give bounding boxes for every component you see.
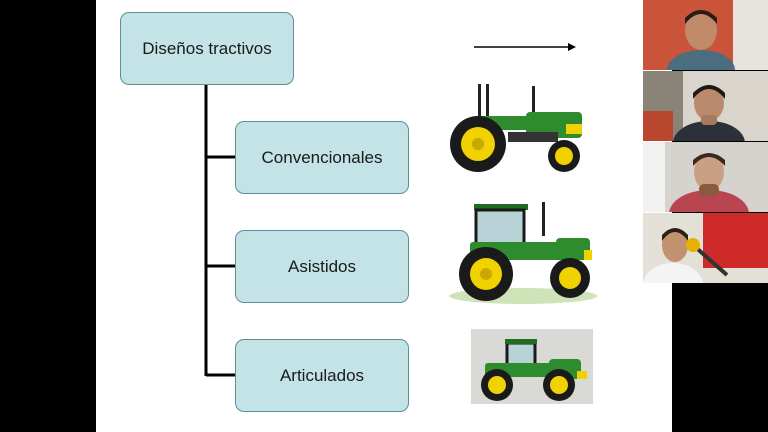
articulated-tractor-icon [471,329,593,404]
category-box-asistidos: Asistidos [235,230,409,303]
category-label: Convencionales [261,147,383,167]
presentation-slide: Diseños tractivos Convencionales Asistid… [96,0,672,432]
right-arrow-icon [474,43,576,51]
participant-3-thumbnail [643,142,768,212]
participant-4-video[interactable] [643,213,768,283]
conventional-tractor-icon [450,84,582,172]
participant-2-video[interactable] [643,71,768,141]
title-label: Diseños tractivos [142,38,272,58]
participant-2-thumbnail [643,71,768,141]
category-label: Articulados [279,365,365,385]
category-label: Asistidos [287,256,357,276]
video-gallery [643,0,768,432]
category-box-articulados: Articulados [235,339,409,412]
assisted-tractor-icon [449,202,597,304]
participant-3-video[interactable] [643,142,768,212]
category-box-convencionales: Convencionales [235,121,409,194]
page-title: Diseños tractivos [120,12,294,85]
participant-1-thumbnail [643,0,768,70]
participant-4-thumbnail [643,213,768,283]
participant-1-video[interactable] [643,0,768,70]
